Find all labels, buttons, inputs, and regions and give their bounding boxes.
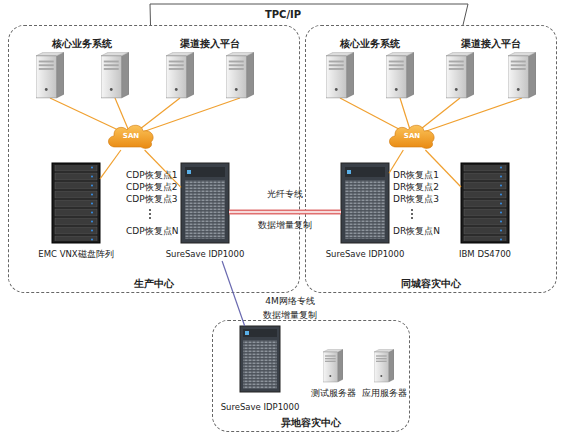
connector-line <box>145 150 181 187</box>
server-icon <box>446 52 474 98</box>
site-region: 异地容灾中心SureSave IDP1000测试服务器应用服务器 <box>212 320 410 432</box>
annotation-label: CDP恢复点2 <box>126 182 177 193</box>
san-cloud: SAN <box>105 122 157 150</box>
backup-appliance <box>341 163 389 243</box>
server-node: 应用服务器 <box>360 346 408 400</box>
storage-device: SureSave IDP1000 <box>240 326 280 414</box>
connector-line <box>389 150 403 173</box>
node-caption: SAN <box>404 131 420 142</box>
annotation-label: 核心业务系统 <box>340 38 400 49</box>
edge-label: TPC/IP <box>265 9 301 20</box>
annotation-label: DR恢复点1 <box>393 170 439 181</box>
annotation-label: 渠道接入平台 <box>180 38 240 49</box>
node-caption: 测试服务器 <box>311 388 356 399</box>
annotation-label: DR恢复点2 <box>393 182 439 193</box>
node-caption: 同城容灾中心 <box>401 278 461 289</box>
edge-label: 光纤专线 <box>267 189 303 200</box>
node-caption: IBM DS4700 <box>459 249 511 260</box>
annotation-label: 数据增量复制 <box>263 310 317 321</box>
connector-line <box>100 150 121 179</box>
server-icon <box>374 349 394 382</box>
annotation-label: CDP恢复点N <box>126 226 178 237</box>
site-region: 同城容灾中心SANSureSave IDP1000IBM DS4700 <box>305 25 557 293</box>
backup-appliance <box>181 163 229 243</box>
node-caption: SureSave IDP1000 <box>166 249 245 260</box>
site-region: 生产中心 SAN EMC VNX磁盘阵列 SureSave IDP1000 <box>8 25 300 293</box>
server-icon <box>386 52 414 98</box>
connector-line <box>222 261 245 326</box>
fiber-link <box>229 212 341 213</box>
disk-array <box>52 163 100 243</box>
server-icon <box>166 52 194 98</box>
server-icon <box>101 52 129 98</box>
annotation-label: 渠道接入平台 <box>461 38 521 49</box>
server-icon <box>508 52 536 98</box>
server-icon <box>36 52 64 98</box>
server-icon <box>326 52 354 98</box>
annotation-label: 数据增量复制 <box>258 220 312 231</box>
disk-array <box>461 163 509 243</box>
node-caption: 应用服务器 <box>362 388 407 399</box>
backup-appliance <box>240 326 280 392</box>
node-caption: SureSave IDP1000 <box>221 402 300 413</box>
edge-label: 4M网络专线 <box>265 296 315 307</box>
server-icon <box>226 52 254 98</box>
node-caption: SAN <box>123 131 139 142</box>
annotation-label: DR恢复点3 <box>393 194 439 205</box>
annotation-label: DR恢复点N <box>393 226 440 237</box>
storage-device: EMC VNX磁盘阵列 <box>52 163 100 261</box>
annotation-label: 核心业务系统 <box>52 38 112 49</box>
node-caption: 异地容灾中心 <box>281 417 341 428</box>
san-cloud: SAN <box>386 122 438 150</box>
node-caption: 生产中心 <box>134 278 174 289</box>
server-icons <box>36 52 536 382</box>
storage-device: SureSave IDP1000 <box>341 163 389 261</box>
server-icon <box>323 349 343 382</box>
storage-device: IBM DS4700 <box>461 163 509 261</box>
connector-line <box>150 4 468 25</box>
ellipsis-dots <box>149 209 413 219</box>
connector-line <box>425 150 461 187</box>
storage-device: SureSave IDP1000 <box>181 163 229 261</box>
annotation-label: CDP恢复点1 <box>126 170 177 181</box>
node-caption: EMC VNX磁盘阵列 <box>38 249 113 260</box>
annotation-label: CDP恢复点3 <box>126 194 177 205</box>
node-caption: SureSave IDP1000 <box>326 249 405 260</box>
server-node: 测试服务器 <box>308 346 358 400</box>
